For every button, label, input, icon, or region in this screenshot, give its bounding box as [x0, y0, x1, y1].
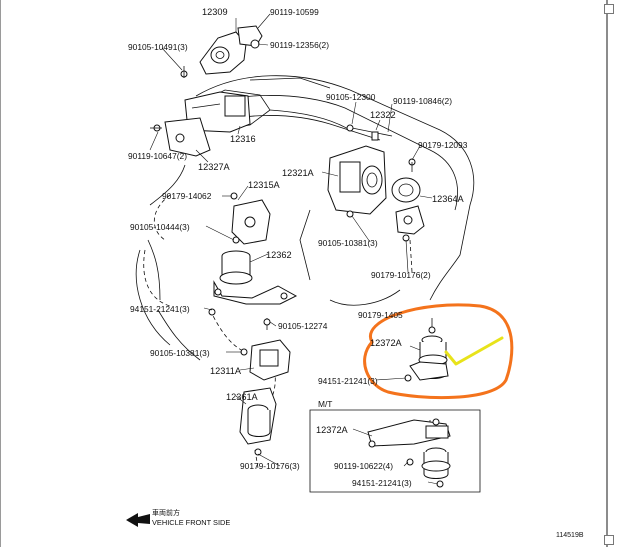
- label-90119-12356: 90119-12356(2): [270, 40, 329, 50]
- label-90105-10381-mid: 90105-10381(3): [150, 348, 210, 358]
- label-90179-140: 90179-1405: [358, 310, 403, 320]
- label-90105-10381-top: 90105-10381(3): [318, 238, 378, 248]
- label-12327A: 12327A: [198, 162, 231, 172]
- label-vehicle-front-jp: 車両前方: [152, 508, 180, 517]
- corner-handle-top: [604, 4, 614, 14]
- label-90179-10176-top: 90179-10176(2): [371, 270, 431, 280]
- label-12309: 12309: [202, 7, 228, 17]
- page-frame-left: [0, 0, 1, 547]
- label-12372A: 12372A: [370, 338, 403, 348]
- bracket-12321A: [327, 145, 387, 218]
- label-mt: M/T: [318, 399, 332, 409]
- bracket-12315A: [230, 192, 271, 245]
- label-90119-10599: 90119-10599: [270, 7, 319, 17]
- label-12361A: 12361A: [226, 392, 259, 402]
- mt-box: [309, 409, 481, 493]
- label-12364A: 12364A: [432, 194, 465, 204]
- mount-12364A: [391, 158, 425, 242]
- highlight-circle: [363, 303, 514, 400]
- label-12315A: 12315A: [248, 180, 281, 190]
- mount-12362: [208, 250, 298, 316]
- figure-code: 114519B: [556, 532, 584, 539]
- bolt-90105-12300: [346, 124, 393, 141]
- label-90119-10647: 90119-10647(2): [128, 151, 187, 161]
- label-90119-10846: 90119-10846(2): [393, 96, 452, 106]
- leader-lines: [149, 13, 439, 485]
- label-12362: 12362: [266, 250, 292, 260]
- label-90119-10622: 90119-10622(4): [334, 461, 393, 471]
- mount-12372A: [404, 318, 449, 382]
- label-12316: 12316: [230, 134, 256, 144]
- label-12372A-mt: 12372A: [316, 425, 349, 435]
- corner-handle-bottom: [604, 535, 614, 545]
- label-90105-10444: 90105-10444(3): [130, 222, 190, 232]
- page-frame-right: [606, 0, 608, 547]
- label-94151-21241-left: 94151-21241(3): [130, 304, 190, 314]
- label-12321A: 12321A: [282, 168, 315, 178]
- label-90179-12093: 90179-12093: [418, 140, 468, 150]
- label-90179-10176-bot: 90179-10176(3): [240, 461, 300, 471]
- label-90105-12300: 90105-12300: [326, 92, 376, 102]
- label-90179-14062: 90179-14062: [162, 191, 212, 201]
- bracket-12309: [180, 25, 263, 78]
- label-90105-10491: 90105-10491(3): [128, 42, 188, 52]
- vehicle-front-arrow-icon: [126, 513, 150, 527]
- label-12322: 12322: [370, 110, 396, 120]
- checkmark-icon: [444, 336, 504, 366]
- label-90105-12274: 90105-12274: [278, 321, 328, 331]
- label-vehicle-front: VEHICLE FRONT SIDE: [152, 518, 230, 527]
- mount-12361A: [239, 387, 277, 456]
- label-12311A: 12311A: [210, 366, 242, 376]
- label-94151-21241-mid: 94151-21241(3): [318, 376, 378, 386]
- bracket-12327A: [150, 117, 211, 157]
- label-94151-21241-bot: 94151-21241(3): [352, 478, 412, 488]
- bracket-12311A: [240, 318, 291, 381]
